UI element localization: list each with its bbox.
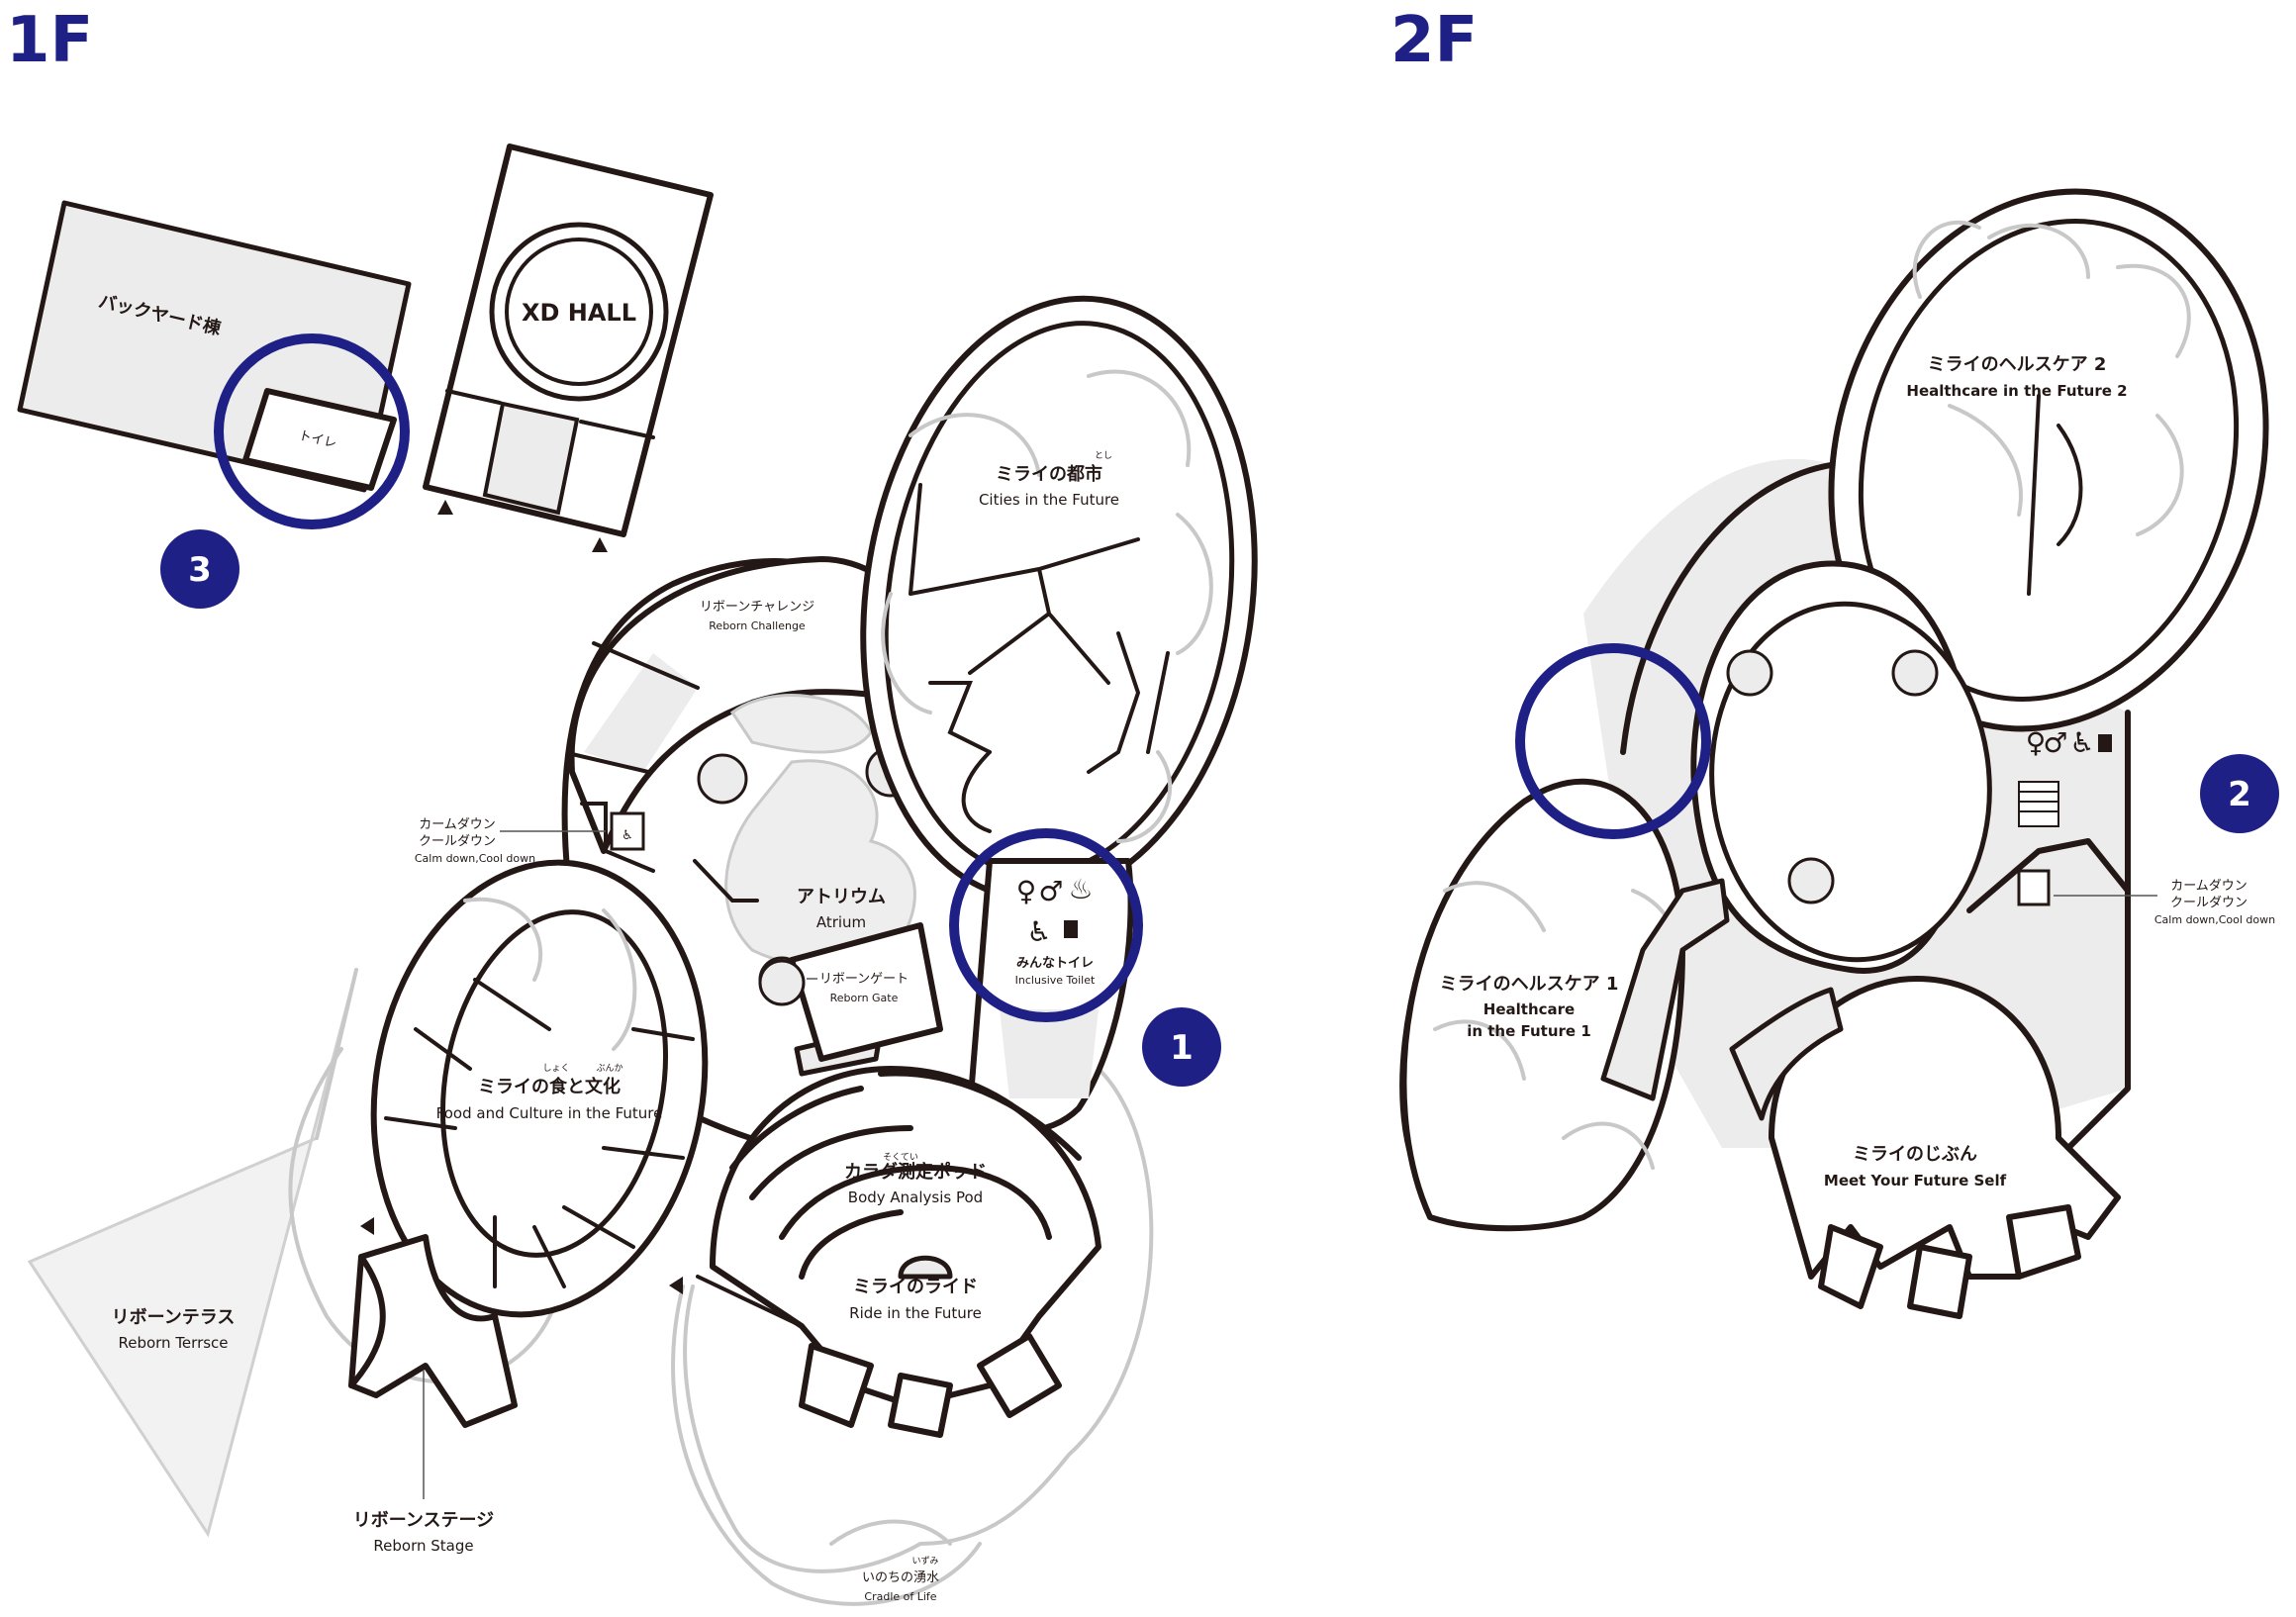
floor-label-2f: 2F <box>1390 4 1478 77</box>
woman-icon: ♀ <box>2026 726 2047 759</box>
ostomate-icon <box>2098 734 2112 752</box>
terrace-title: リボーンテラス <box>112 1307 236 1328</box>
baby-care-icon: ♨ <box>1068 873 1093 905</box>
health2-title: ミライのヘルスケア 2 <box>1928 354 2107 375</box>
calm-1f-subtitle: Calm down,Cool down <box>415 852 535 865</box>
calm-2f-subtitle: Calm down,Cool down <box>2154 913 2275 926</box>
xd-hall-label: XD HALL <box>522 299 636 327</box>
atrium-subtitle: Atrium <box>816 913 866 931</box>
badge-1-number: 1 <box>1170 1028 1194 1068</box>
toilet-title: みんなトイレ <box>1016 956 1094 971</box>
highlight-ring-2[interactable] <box>1515 643 1711 839</box>
woman-icon: ♀ <box>1016 875 1037 907</box>
calm-2f-line1: カームダウン <box>2170 879 2248 894</box>
stage-title: リボーンステージ <box>353 1510 494 1531</box>
badge-2[interactable]: 2 <box>2200 754 2279 833</box>
cradle-title: いのちの湧水 <box>862 1569 939 1585</box>
calm-2f-line2: クールダウン <box>2170 896 2248 910</box>
stage-subtitle: Reborn Stage <box>373 1537 473 1555</box>
inclusive-toilet-icons: ♀ ♂ ♨ ♿ みんなトイレ Inclusive Toilet <box>1015 873 1096 987</box>
man-icon: ♂ <box>2043 726 2067 759</box>
badge-3[interactable]: 3 <box>160 529 239 609</box>
terrace-subtitle: Reborn Terrsce <box>118 1334 228 1352</box>
gate-title: リボーンゲート <box>819 972 909 987</box>
challenge-subtitle: Reborn Challenge <box>709 619 806 632</box>
challenge-title: リボーンチャレンジ <box>700 600 814 615</box>
xd-hall: XD HALL <box>423 143 714 552</box>
main-building-2f <box>1399 188 2269 1319</box>
calm-down-room-icon <box>610 811 645 851</box>
body-subtitle: Body Analysis Pod <box>848 1189 983 1206</box>
gate-subtitle: Reborn Gate <box>830 992 899 1004</box>
badge-2-number: 2 <box>2228 775 2251 814</box>
food-ruby-2: ぶんか <box>596 1063 622 1074</box>
toilet-icons-2f: ♀ ♂ ♿ <box>2026 726 2112 759</box>
labels-1f: とし ミライの都市 Cities in the Future リボーンチャレンジ… <box>112 450 1119 1603</box>
cities-ruby: とし <box>1095 450 1112 461</box>
highlight-ring-1[interactable] <box>949 828 1143 1022</box>
self-title: ミライのじぶん <box>1853 1144 1977 1165</box>
body-ruby: そくてい <box>883 1152 918 1163</box>
badge-1[interactable]: 1 <box>1142 1007 1221 1087</box>
calm-down-room-icon <box>2017 869 2051 906</box>
wheelchair-icon: ♿ <box>1026 915 1051 948</box>
labels-2f: ミライのヘルスケア 2 Healthcare in the Future 2 ミ… <box>1440 354 2276 1189</box>
health1-subtitle-2: in the Future 1 <box>1467 1022 1591 1040</box>
badge-3-number: 3 <box>188 550 212 590</box>
entrance-arrow-icon <box>669 1277 683 1294</box>
toilet-subtitle: Inclusive Toilet <box>1015 974 1096 987</box>
ride-subtitle: Ride in the Future <box>849 1304 982 1322</box>
health1-subtitle-1: Healthcare <box>1483 1000 1575 1018</box>
cradle-ruby: いずみ <box>911 1556 938 1567</box>
backyard-building: バックヤード棟 トイレ <box>17 200 412 493</box>
staircase-icon <box>2018 781 2059 827</box>
man-icon: ♂ <box>1038 875 1063 907</box>
body-title: カラダ測定ポッド <box>844 1161 987 1183</box>
health1-title: ミライのヘルスケア 1 <box>1440 974 1619 995</box>
health2-subtitle: Healthcare in the Future 2 <box>1906 382 2127 400</box>
entrance-arrow-icon <box>360 1217 374 1235</box>
cradle-subtitle: Cradle of Life <box>864 1590 936 1603</box>
main-building-1f: ♿ <box>348 295 1258 1438</box>
entrance-arrow-icon <box>437 500 453 515</box>
floor-label-1f: 1F <box>6 4 93 77</box>
ride-title: ミライのライド <box>853 1277 978 1297</box>
atrium-title: アトリウム <box>797 887 886 907</box>
ostomate-icon <box>1064 920 1078 938</box>
cities-subtitle: Cities in the Future <box>979 491 1119 509</box>
self-subtitle: Meet Your Future Self <box>1824 1172 2007 1189</box>
highlight-ring-3[interactable] <box>214 333 410 529</box>
calm-1f-line2: クールダウン <box>419 834 496 849</box>
calm-1f-line1: カームダウン <box>419 817 496 832</box>
food-subtitle: Food and Culture in the Future <box>436 1104 663 1122</box>
entrance-arrow-icon <box>592 537 608 552</box>
food-title: ミライの食と文化 <box>478 1076 621 1097</box>
wheelchair-icon: ♿ <box>2069 726 2094 759</box>
food-ruby-1: しょく <box>542 1063 569 1074</box>
cities-title: ミライの都市 <box>996 463 1102 485</box>
calm-down-glyph: ♿ <box>622 828 633 843</box>
